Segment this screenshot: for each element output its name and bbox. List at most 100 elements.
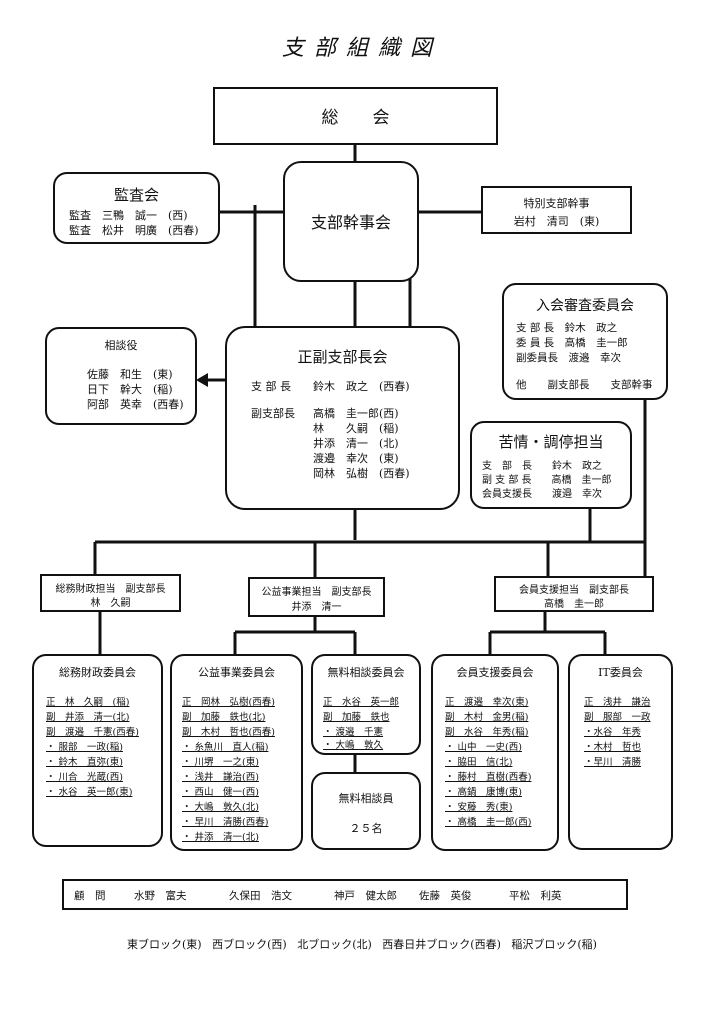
committee-soumu-row-5: ・ 鈴木 直弥(東) bbox=[46, 757, 123, 768]
block-legend-inazawa: 稲沢ブロック(稲) bbox=[511, 938, 597, 951]
soukai-box: 総 会 bbox=[213, 87, 498, 145]
block-legend-higashi: 東ブロック(東) bbox=[127, 938, 202, 951]
shibu-kanjikai-label: 支部幹事会 bbox=[310, 213, 391, 232]
committee-soumu-row-6: ・ 川合 光蔵(西) bbox=[46, 772, 123, 783]
nyukai-row-1: 支 部 長 鈴木 政之 bbox=[516, 322, 618, 334]
committee-it-row-4: ・木村 哲也 bbox=[584, 742, 642, 753]
tokubetsu-box: 特別支部幹事 岩村 清司 (東) bbox=[481, 186, 632, 234]
committee-koueki-row-8: ・ 大嶋 敦久(北) bbox=[182, 802, 259, 813]
soudanyaku-row-2: 日下 幹大 (稲) bbox=[87, 383, 173, 396]
committee-soumu-row-4: ・ 服部 一政(稲) bbox=[46, 742, 123, 753]
muryou-soudanin-count: ２５名 bbox=[349, 822, 383, 835]
committee-it-row-1: 正 浅井 謙治 bbox=[584, 697, 651, 708]
tanto-soumu-line1: 総務財政担当 副支部長 bbox=[55, 584, 166, 595]
block-legend-nishi: 西ブロック(西) bbox=[212, 938, 287, 951]
seifuku-box: 正副支部長会 支 部 長 鈴木 政之 (西春) 副支部長 高橋 圭一郎(西) 林… bbox=[225, 326, 460, 510]
committee-soumu-title: 総務財政委員会 bbox=[59, 666, 136, 679]
nyukai-title: 入会審査委員会 bbox=[536, 298, 634, 314]
shibu-kanjikai-box: 支部幹事会 bbox=[283, 161, 419, 282]
committee-koueki-row-2: 副 加藤 鉄也(北) bbox=[182, 712, 266, 723]
kansakai-row-1: 監査 三鴨 誠一 (西) bbox=[69, 209, 188, 222]
committee-kaiin-row-1: 正 渡邉 幸次(東) bbox=[445, 697, 529, 708]
kansakai-row-2: 監査 松井 明廣 (西春) bbox=[69, 224, 199, 237]
nyukai-row-3: 副委員長 渡邉 幸次 bbox=[516, 352, 621, 364]
committee-koueki-title: 公益事業委員会 bbox=[198, 666, 275, 679]
committee-it-title: IT委員会 bbox=[598, 666, 643, 679]
committee-soumu-row-1: 正 林 久嗣 (稲) bbox=[46, 697, 130, 708]
committee-koueki-row-1: 正 岡林 弘樹(西春) bbox=[182, 697, 275, 708]
page-title: 支部組織図 bbox=[281, 36, 442, 61]
kansakai-title: 監査会 bbox=[113, 186, 159, 204]
tokubetsu-title: 特別支部幹事 bbox=[523, 197, 590, 210]
soudanyaku-box: 相談役 佐藤 和生 (東) 日下 幹大 (稲) 阿部 英幸 (西春) bbox=[45, 327, 197, 425]
seifuku-title: 正副支部長会 bbox=[297, 348, 388, 366]
seifuku-head-name: 鈴木 政之 (西春) bbox=[313, 380, 410, 393]
committee-koueki-row-5: ・ 川堺 一之(東) bbox=[182, 757, 259, 768]
committee-kaiin-row-6: ・ 藤村 直樹(西春) bbox=[445, 772, 532, 783]
seifuku-row-2: 林 久嗣 (稲) bbox=[313, 422, 399, 435]
seifuku-head-role: 支 部 長 bbox=[251, 380, 291, 393]
komon-box: 顧 問 水野 富夫 久保田 浩文 神戸 健太郎 佐藤 英俊 平松 利英 bbox=[62, 879, 628, 910]
committee-koueki-box: 公益事業委員会 正 岡林 弘樹(西春) 副 加藤 鉄也(北) 副 木村 哲也(西… bbox=[170, 654, 303, 851]
committee-muryou-row-4: ・ 大嶋 敦久 bbox=[323, 740, 384, 751]
kujou-row-2: 副 支 部 長 高橋 圭一郎 bbox=[482, 475, 612, 486]
nyukai-others: 他 副支部長 支部幹事 bbox=[516, 379, 653, 391]
committee-muryou-row-1: 正 水谷 英一郎 bbox=[323, 697, 400, 708]
committee-muryou-row-3: ・ 渡邉 千憲 bbox=[323, 727, 384, 738]
soudanyaku-row-3: 阿部 英幸 (西春) bbox=[87, 398, 184, 411]
tokubetsu-row-1: 岩村 清司 (東) bbox=[513, 215, 600, 228]
nyukai-row-2: 委 員 長 高橋 圭一郎 bbox=[516, 337, 628, 349]
committee-kaiin-box: 会員支援委員会 正 渡邉 幸次(東) 副 木村 金男(稲) 副 水谷 年秀(稲)… bbox=[431, 654, 559, 851]
committee-kaiin-row-7: ・ 高鍋 康博(東) bbox=[445, 787, 522, 798]
committee-kaiin-row-5: ・ 脇田 信(北) bbox=[445, 757, 513, 768]
block-legend-kita: 北ブロック(北) bbox=[297, 938, 372, 951]
block-legend: 東ブロック(東) 西ブロック(西) 北ブロック(北) 西春日井ブロック(西春) … bbox=[0, 936, 724, 952]
committee-it-box: IT委員会 正 浅井 謙治 副 服部 一政 ・水谷 年秀 ・木村 哲也 ・早川 … bbox=[568, 654, 673, 850]
kujou-row-3: 会員支援長 渡邉 幸次 bbox=[482, 489, 602, 500]
komon-name-1: 水野 富夫 bbox=[134, 890, 187, 902]
tanto-kaiin-line1: 会員支援担当 副支部長 bbox=[519, 585, 629, 596]
soudanyaku-title: 相談役 bbox=[104, 339, 138, 352]
kujou-title: 苦情・調停担当 bbox=[498, 433, 604, 451]
tanto-koueki-box: 公益事業担当 副支部長 井添 清一 bbox=[248, 577, 385, 617]
soudanyaku-row-1: 佐藤 和生 (東) bbox=[87, 368, 173, 381]
muryou-soudanin-box: 無料相談員 ２５名 bbox=[311, 772, 421, 850]
committee-koueki-row-10: ・ 井添 清一(北) bbox=[182, 832, 259, 843]
committee-it-row-3: ・水谷 年秀 bbox=[584, 727, 642, 738]
committee-kaiin-title: 会員支援委員会 bbox=[456, 666, 534, 679]
committee-koueki-row-3: 副 木村 哲也(西春) bbox=[182, 727, 275, 738]
committee-koueki-row-6: ・ 浅井 謙治(西) bbox=[182, 772, 259, 783]
committee-it-row-2: 副 服部 一政 bbox=[584, 712, 651, 723]
committee-kaiin-row-3: 副 水谷 年秀(稲) bbox=[445, 727, 529, 738]
tanto-kaiin-line2: 高橋 圭一郎 bbox=[544, 599, 604, 610]
committee-soumu-row-7: ・ 水谷 英一郎(東) bbox=[46, 787, 133, 798]
committee-it-row-5: ・早川 清勝 bbox=[584, 757, 642, 768]
kansakai-box: 監査会 監査 三鴨 誠一 (西) 監査 松井 明廣 (西春) bbox=[53, 172, 220, 244]
kujou-row-1: 支 部 長 鈴木 政之 bbox=[482, 461, 602, 472]
block-legend-nishiharu: 西春日井ブロック(西春) bbox=[382, 938, 501, 951]
soukai-label: 総 会 bbox=[321, 108, 390, 128]
committee-soumu-row-3: 副 渡邉 千憲(西春) bbox=[46, 727, 139, 738]
nyukai-box: 入会審査委員会 支 部 長 鈴木 政之 委 員 長 高橋 圭一郎 副委員長 渡邉… bbox=[502, 283, 668, 400]
tanto-koueki-line1: 公益事業担当 副支部長 bbox=[261, 587, 372, 598]
committee-kaiin-row-8: ・ 安藤 秀(東) bbox=[445, 802, 513, 813]
komon-label: 顧 問 bbox=[74, 890, 106, 902]
tanto-kaiin-box: 会員支援担当 副支部長 高橋 圭一郎 bbox=[494, 576, 654, 612]
committee-muryou-row-2: 副 加藤 鉄也 bbox=[323, 712, 390, 723]
committee-koueki-row-9: ・ 早川 清勝(西春) bbox=[182, 817, 269, 828]
committee-kaiin-row-2: 副 木村 金男(稲) bbox=[445, 712, 529, 723]
committee-muryou-box: 無料相談委員会 正 水谷 英一郎 副 加藤 鉄也 ・ 渡邉 千憲 ・ 大嶋 敦久 bbox=[311, 654, 421, 755]
committee-soumu-row-2: 副 井添 清一(北) bbox=[46, 712, 130, 723]
seifuku-row-3: 井添 清一 (北) bbox=[313, 437, 399, 450]
tanto-soumu-line2: 林 久嗣 bbox=[90, 598, 131, 609]
kujou-box: 苦情・調停担当 支 部 長 鈴木 政之 副 支 部 長 高橋 圭一郎 会員支援長… bbox=[470, 421, 632, 509]
seifuku-row-5: 岡林 弘樹 (西春) bbox=[313, 467, 410, 480]
committee-koueki-row-4: ・ 糸魚川 直人(稲) bbox=[182, 742, 269, 753]
komon-name-2: 久保田 浩文 bbox=[229, 890, 292, 902]
komon-name-3: 神戸 健太郎 bbox=[334, 890, 397, 902]
seifuku-row-4: 渡邉 幸次 (東) bbox=[313, 452, 399, 465]
committee-kaiin-row-4: ・ 山中 一史(西) bbox=[445, 742, 522, 753]
committee-muryou-title: 無料相談委員会 bbox=[327, 666, 405, 679]
committee-kaiin-row-9: ・ 高橋 圭一郎(西) bbox=[445, 817, 532, 828]
